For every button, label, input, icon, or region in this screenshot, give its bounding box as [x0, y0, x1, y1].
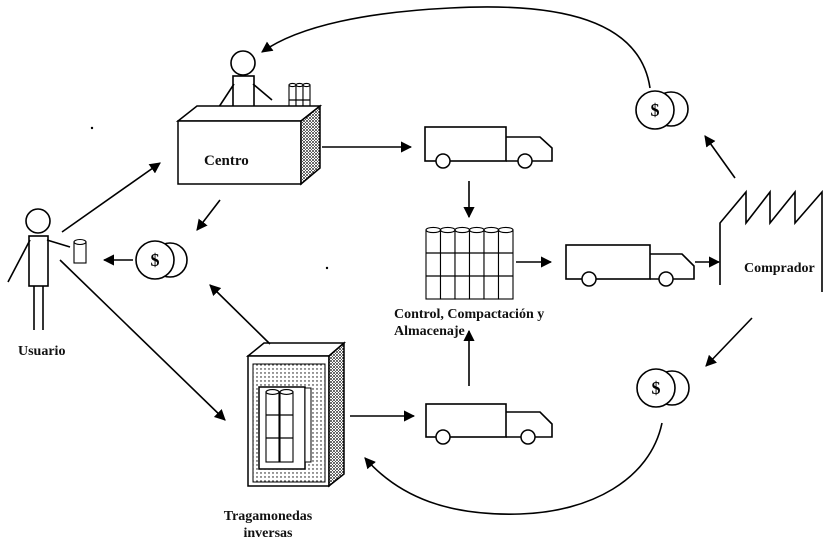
money-icon-top-right: $	[636, 91, 688, 129]
arrow-user-to-center	[62, 163, 160, 232]
truck-icon-bottom	[426, 404, 552, 444]
label-control-compactacion-almacenaje: Control, Compactación y Almacenaje	[394, 306, 580, 340]
money-icon-left: $	[136, 241, 187, 279]
money-icon-bottom-right: $	[637, 369, 689, 407]
center-counter-icon	[178, 106, 320, 184]
arrow-vending-to-money	[210, 285, 270, 344]
vending-machine-icon	[248, 343, 344, 486]
user-person-icon	[8, 209, 70, 330]
arrow-center-to-money	[197, 200, 220, 230]
svg-text:$: $	[652, 378, 661, 398]
truck-icon-top	[425, 127, 552, 168]
arrow-buyer-to-money-bottom	[706, 318, 752, 366]
arrow-money-to-center	[262, 7, 650, 88]
label-usuario: Usuario	[18, 343, 65, 360]
arrow-user-to-vending	[60, 260, 225, 420]
stray-dot	[326, 267, 328, 269]
factory-icon	[720, 192, 822, 292]
label-tragamonedas-inversas: Tragamonedas inversas	[218, 508, 318, 542]
label-centro: Centro	[204, 153, 249, 170]
label-comprador: Comprador	[744, 260, 815, 277]
stray-dot	[91, 127, 93, 129]
svg-text:$: $	[651, 100, 660, 120]
user-can-icon	[74, 240, 86, 264]
truck-icon-middle	[566, 245, 694, 286]
storage-can-stack-icon	[426, 227, 513, 299]
svg-text:$: $	[151, 250, 160, 270]
arrow-buyer-to-money-top	[705, 136, 735, 178]
